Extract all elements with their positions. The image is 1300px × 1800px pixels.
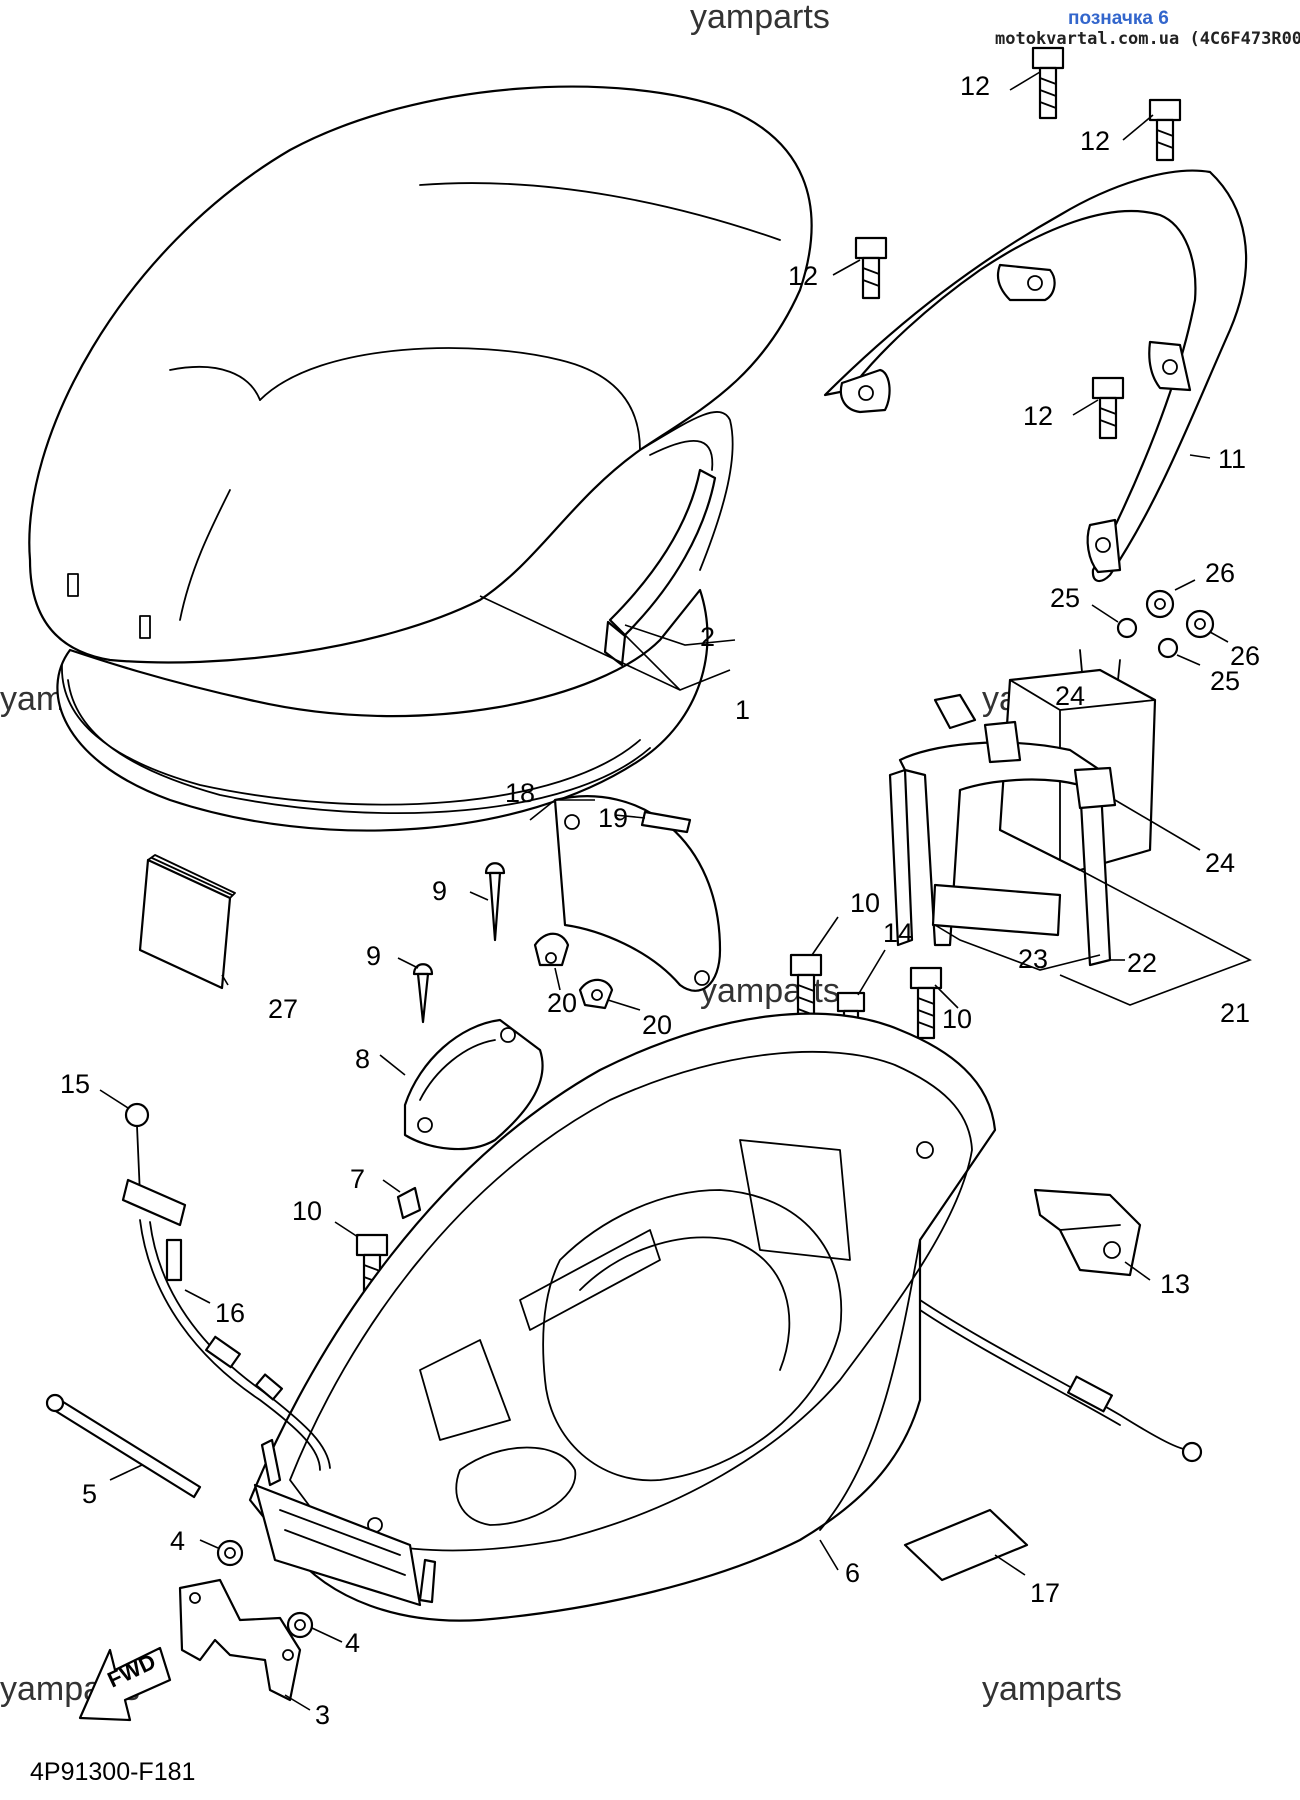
part-label-17[interactable]: 17 xyxy=(1030,1578,1060,1608)
part-label-12-a[interactable]: 12 xyxy=(960,71,990,101)
part-label-26-b[interactable]: 26 xyxy=(1230,641,1260,671)
part-label-16[interactable]: 16 xyxy=(215,1298,245,1328)
part-label-25-b[interactable]: 25 xyxy=(1210,666,1240,696)
part-label-4-a[interactable]: 4 xyxy=(170,1526,185,1556)
watermark-top: yamparts xyxy=(690,0,830,36)
seat-lock-cable-drawing xyxy=(919,1299,1203,1463)
cable-drawing xyxy=(121,1102,331,1471)
part-label-20-a[interactable]: 20 xyxy=(547,988,577,1018)
watermark-center: yamparts xyxy=(700,972,840,1010)
part-label-10-b[interactable]: 10 xyxy=(942,1004,972,1034)
part-label-5[interactable]: 5 xyxy=(82,1479,97,1509)
part-label-12-b[interactable]: 12 xyxy=(1080,126,1110,156)
clip-20-b-drawing xyxy=(578,978,614,1010)
part-label-20-b[interactable]: 20 xyxy=(642,1010,672,1040)
part-label-10-c[interactable]: 10 xyxy=(292,1196,322,1226)
part-label-13[interactable]: 13 xyxy=(1160,1269,1190,1299)
bolt-10-b-drawing xyxy=(909,966,943,1040)
part-label-12-c[interactable]: 12 xyxy=(788,261,818,291)
fwd-arrow-icon: FWD xyxy=(78,1646,172,1722)
part-label-7[interactable]: 7 xyxy=(350,1164,365,1194)
part-label-4-b[interactable]: 4 xyxy=(345,1628,360,1658)
part-label-23[interactable]: 23 xyxy=(1018,944,1048,974)
part-label-21[interactable]: 21 xyxy=(1220,998,1250,1028)
bracket-8-drawing xyxy=(403,1018,544,1151)
pin-5-drawing xyxy=(45,1393,202,1499)
part-label-14[interactable]: 14 xyxy=(883,918,913,948)
part-label-18[interactable]: 18 xyxy=(505,778,535,808)
nut-4-a-drawing xyxy=(216,1539,244,1567)
bolt-12-d-drawing xyxy=(1091,376,1125,440)
seat-lock-drawing xyxy=(1033,1188,1142,1277)
part-label-22[interactable]: 22 xyxy=(1127,948,1157,978)
part-labels: 1 2 3 4 4 5 6 7 8 9 9 10 10 10 11 12 12 … xyxy=(60,71,1260,1730)
part-label-12-d[interactable]: 12 xyxy=(1023,401,1053,431)
seal-strip-drawing xyxy=(603,468,717,667)
leader-lines xyxy=(99,71,1252,1711)
clip-20-a-drawing xyxy=(533,932,570,967)
diagram-code: 4P91300-F181 xyxy=(30,1758,195,1786)
clip-7-drawing xyxy=(396,1186,422,1220)
screw-9-b-drawing xyxy=(412,963,434,1024)
part-label-27[interactable]: 27 xyxy=(268,994,298,1024)
watermark-bottom-right: yamparts xyxy=(982,1670,1122,1708)
bolt-12-c-drawing xyxy=(854,236,888,300)
part-label-24-b[interactable]: 24 xyxy=(1205,848,1235,878)
bolt-12-a-drawing xyxy=(1031,46,1065,120)
part-label-2[interactable]: 2 xyxy=(700,622,715,652)
battery-box-drawing xyxy=(888,649,1157,967)
part-label-26-a[interactable]: 26 xyxy=(1205,558,1235,588)
nut-25-b-drawing xyxy=(1157,637,1179,659)
header-link[interactable]: позначка 6 xyxy=(1068,8,1169,29)
part-label-19[interactable]: 19 xyxy=(598,803,628,833)
nut-26-a-drawing xyxy=(1145,589,1175,619)
label-17-drawing xyxy=(903,1508,1029,1582)
part-label-24-a[interactable]: 24 xyxy=(1055,681,1085,711)
part-label-9-b[interactable]: 9 xyxy=(366,941,381,971)
part-label-6[interactable]: 6 xyxy=(845,1558,860,1588)
part-label-11[interactable]: 11 xyxy=(1218,444,1246,474)
manual-drawing xyxy=(138,854,236,990)
part-label-10-a[interactable]: 10 xyxy=(850,888,880,918)
bolt-12-b-drawing xyxy=(1148,98,1182,162)
bolt-10-a-drawing xyxy=(789,953,823,1027)
part-label-3[interactable]: 3 xyxy=(315,1700,330,1730)
panel-18-drawing xyxy=(553,795,722,992)
seat-drawing xyxy=(28,85,813,832)
part-label-15[interactable]: 15 xyxy=(60,1069,90,1099)
nut-25-a-drawing xyxy=(1116,617,1138,639)
screw-9-a-drawing xyxy=(484,862,506,942)
part-label-8[interactable]: 8 xyxy=(355,1044,370,1074)
nut-4-b-drawing xyxy=(286,1611,314,1639)
grab-bar-drawing xyxy=(823,169,1248,583)
part-label-9-a[interactable]: 9 xyxy=(432,876,447,906)
storage-tub-drawing xyxy=(248,1012,997,1622)
header-site: motokvartal.com.ua (4C6F473R0000) xyxy=(995,29,1300,49)
part-label-25-a[interactable]: 25 xyxy=(1050,583,1080,613)
bracket-3-drawing xyxy=(178,1578,302,1702)
nut-26-b-drawing xyxy=(1185,609,1215,639)
part-label-1[interactable]: 1 xyxy=(735,695,750,725)
